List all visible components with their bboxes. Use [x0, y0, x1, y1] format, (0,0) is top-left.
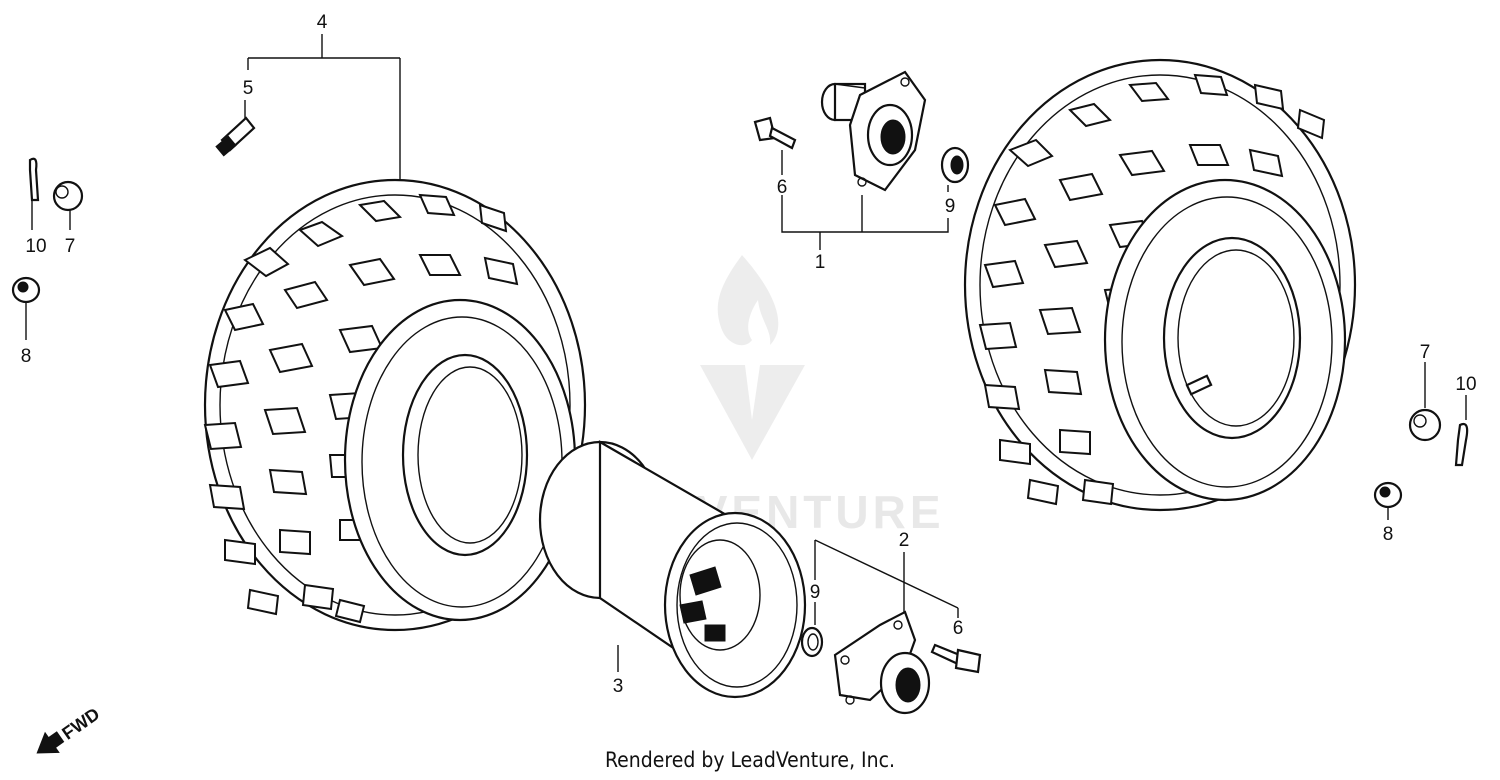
seal-part-9-lower[interactable]	[800, 626, 824, 658]
right-tire-valve	[1185, 374, 1213, 396]
cotter-pin-part-10-right[interactable]	[1454, 422, 1469, 467]
callout-6-upper: 6	[777, 177, 788, 198]
callout-5: 5	[243, 78, 254, 99]
callout-7-left: 7	[65, 236, 76, 257]
wheel-rim-part-3[interactable]	[538, 440, 807, 699]
callout-4: 4	[317, 12, 328, 33]
castle-nut-part-7-left[interactable]	[52, 180, 84, 212]
watermark-flame-icon	[717, 255, 779, 346]
callout-9-lower: 9	[810, 582, 821, 603]
right-tire[interactable]	[963, 58, 1357, 512]
callout-10-right: 10	[1455, 374, 1476, 395]
watermark-v-icon	[700, 365, 805, 460]
callout-1: 1	[815, 252, 826, 273]
callout-2: 2	[899, 530, 910, 551]
callout-6-lower: 6	[953, 618, 964, 639]
footer-credit: Rendered by LeadVenture, Inc.	[605, 748, 895, 772]
callout-3: 3	[613, 676, 624, 697]
callout-10-left: 10	[25, 236, 46, 257]
left-tire-tread	[203, 193, 519, 624]
fwd-arrow-icon	[36, 731, 65, 754]
leader-lines	[25, 34, 1467, 672]
nut-part-8-right[interactable]	[1373, 481, 1403, 509]
castle-nut-part-7-right[interactable]	[1408, 408, 1442, 442]
hub-part-2[interactable]	[833, 610, 931, 715]
left-tire-part-4[interactable]	[203, 178, 587, 632]
hub-part-1[interactable]	[820, 70, 927, 192]
fwd-label: FWD	[58, 704, 103, 744]
callout-7-right: 7	[1420, 342, 1431, 363]
callout-9-upper: 9	[945, 196, 956, 217]
bolt-part-6-upper[interactable]	[753, 116, 797, 150]
callout-8-right: 8	[1383, 524, 1394, 545]
callout-8-left: 8	[21, 346, 32, 367]
nut-part-8-left[interactable]	[11, 276, 41, 304]
bolt-part-6-lower[interactable]	[930, 643, 982, 674]
valve-stem-part-5[interactable]	[215, 116, 256, 157]
seal-part-9-upper[interactable]	[940, 146, 970, 184]
cotter-pin-part-10-left[interactable]	[28, 157, 40, 202]
callouts: 4 5 10 7 8 6 9 1 7 10 8 2 9 6 3	[21, 12, 1477, 697]
